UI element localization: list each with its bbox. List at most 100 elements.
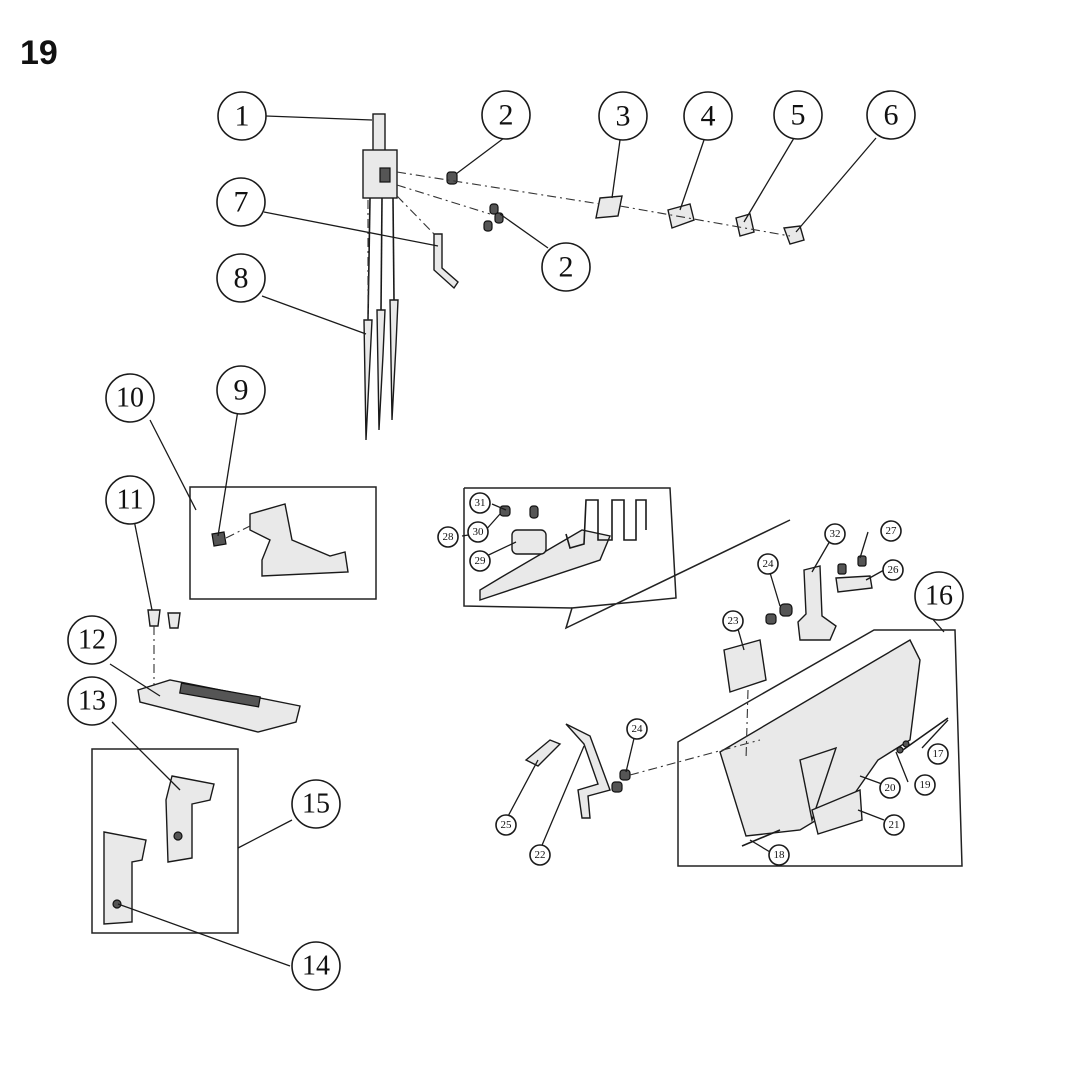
callout-2-lower: 2 xyxy=(541,242,591,292)
callout-15: 15 xyxy=(291,779,341,829)
svg-text:26: 26 xyxy=(888,564,900,576)
svg-text:30: 30 xyxy=(473,526,485,538)
svg-text:2: 2 xyxy=(559,251,574,284)
thread-guide-plate xyxy=(595,195,623,219)
svg-text:25: 25 xyxy=(501,819,513,831)
presser-foot xyxy=(249,503,349,577)
svg-text:17: 17 xyxy=(933,748,945,760)
callouts-small: 17 18 19 20 21 22 23 24 24 25 26 27 28 2… xyxy=(437,492,949,866)
svg-text:7: 7 xyxy=(234,186,249,219)
thread-guide-bracket xyxy=(667,203,695,229)
svg-text:31: 31 xyxy=(475,497,486,509)
binder-guide-group xyxy=(463,487,791,630)
callout-20: 20 xyxy=(879,777,901,799)
svg-text:24: 24 xyxy=(632,723,644,735)
svg-text:18: 18 xyxy=(774,849,786,861)
binder-mount-block xyxy=(811,788,863,835)
binder-link xyxy=(835,575,873,593)
rear-feed-dog xyxy=(103,831,147,925)
throat-plate xyxy=(137,679,301,733)
svg-text:10: 10 xyxy=(116,383,144,414)
callout-25: 25 xyxy=(495,814,517,836)
svg-text:32: 32 xyxy=(830,528,841,540)
svg-text:27: 27 xyxy=(886,525,898,537)
svg-text:2: 2 xyxy=(499,99,514,132)
feed-dog-frame xyxy=(91,748,239,934)
svg-text:8: 8 xyxy=(234,262,249,295)
svg-text:22: 22 xyxy=(535,849,546,861)
callout-1: 1 xyxy=(217,91,267,141)
callout-19: 19 xyxy=(914,774,936,796)
callout-8: 8 xyxy=(216,253,266,303)
binder-cover xyxy=(524,739,562,767)
callout-7: 7 xyxy=(216,177,266,227)
svg-text:14: 14 xyxy=(302,951,330,982)
callout-24-upper: 24 xyxy=(757,553,779,575)
svg-text:23: 23 xyxy=(728,615,740,627)
feed-dog-group xyxy=(91,748,239,934)
callout-21: 21 xyxy=(883,814,905,836)
callout-13: 13 xyxy=(67,676,117,726)
callout-27: 27 xyxy=(880,520,902,542)
needle-bar xyxy=(372,113,386,155)
binder-frame xyxy=(677,629,963,867)
binder-spring-group xyxy=(524,723,761,819)
binder-bracket xyxy=(797,565,837,641)
svg-text:20: 20 xyxy=(885,782,897,794)
svg-text:12: 12 xyxy=(78,625,106,656)
svg-text:29: 29 xyxy=(475,555,487,567)
presser-foot-group xyxy=(189,486,377,600)
callout-3: 3 xyxy=(598,91,648,141)
callout-26: 26 xyxy=(882,559,904,581)
svg-text:9: 9 xyxy=(234,374,249,407)
callout-18: 18 xyxy=(768,844,790,866)
presser-foot-frame xyxy=(189,486,377,600)
callout-10: 10 xyxy=(105,373,155,423)
needles xyxy=(363,299,399,441)
callout-29: 29 xyxy=(469,550,491,572)
svg-text:4: 4 xyxy=(701,100,716,133)
svg-text:1: 1 xyxy=(235,100,250,133)
callout-5: 5 xyxy=(773,90,823,140)
throat-plate-screw xyxy=(147,609,161,627)
callout-16: 16 xyxy=(914,571,964,621)
svg-text:3: 3 xyxy=(616,100,631,133)
svg-text:6: 6 xyxy=(884,99,899,132)
svg-text:24: 24 xyxy=(763,558,775,570)
svg-text:21: 21 xyxy=(889,819,900,831)
page-number: 19 xyxy=(20,34,58,72)
callout-11: 11 xyxy=(105,475,155,525)
tension-disc xyxy=(735,213,755,237)
callout-6: 6 xyxy=(866,90,916,140)
callout-30: 30 xyxy=(467,521,489,543)
needle-clamp xyxy=(362,149,398,199)
callout-9: 9 xyxy=(216,365,266,415)
svg-text:13: 13 xyxy=(78,686,106,717)
binder-guide-clamp xyxy=(511,529,547,555)
svg-text:19: 19 xyxy=(920,779,932,791)
callout-17: 17 xyxy=(927,743,949,765)
callout-24-lower: 24 xyxy=(626,718,648,740)
front-feed-dog xyxy=(165,775,215,863)
svg-text:28: 28 xyxy=(443,531,455,543)
callout-28: 28 xyxy=(437,526,459,548)
binder-assembly xyxy=(677,555,963,867)
callouts-large: 1 2 2 3 4 5 6 7 8 9 10 11 12 13 14 15 16 xyxy=(67,90,964,991)
svg-text:5: 5 xyxy=(791,99,806,132)
svg-text:15: 15 xyxy=(302,789,330,820)
callout-31: 31 xyxy=(469,492,491,514)
needle-bar-assembly xyxy=(362,113,805,441)
binder-spring-plate xyxy=(565,723,611,819)
callout-22: 22 xyxy=(529,844,551,866)
callout-4: 4 xyxy=(683,91,733,141)
binder-plate xyxy=(723,639,767,693)
callout-14: 14 xyxy=(291,941,341,991)
throat-plate-group xyxy=(137,609,301,733)
callout-2-upper: 2 xyxy=(481,90,531,140)
tension-nut xyxy=(783,225,805,245)
presser-foot-screw xyxy=(211,531,227,547)
callout-12: 12 xyxy=(67,615,117,665)
binder-guide-frame xyxy=(464,487,791,630)
svg-text:16: 16 xyxy=(925,581,953,612)
